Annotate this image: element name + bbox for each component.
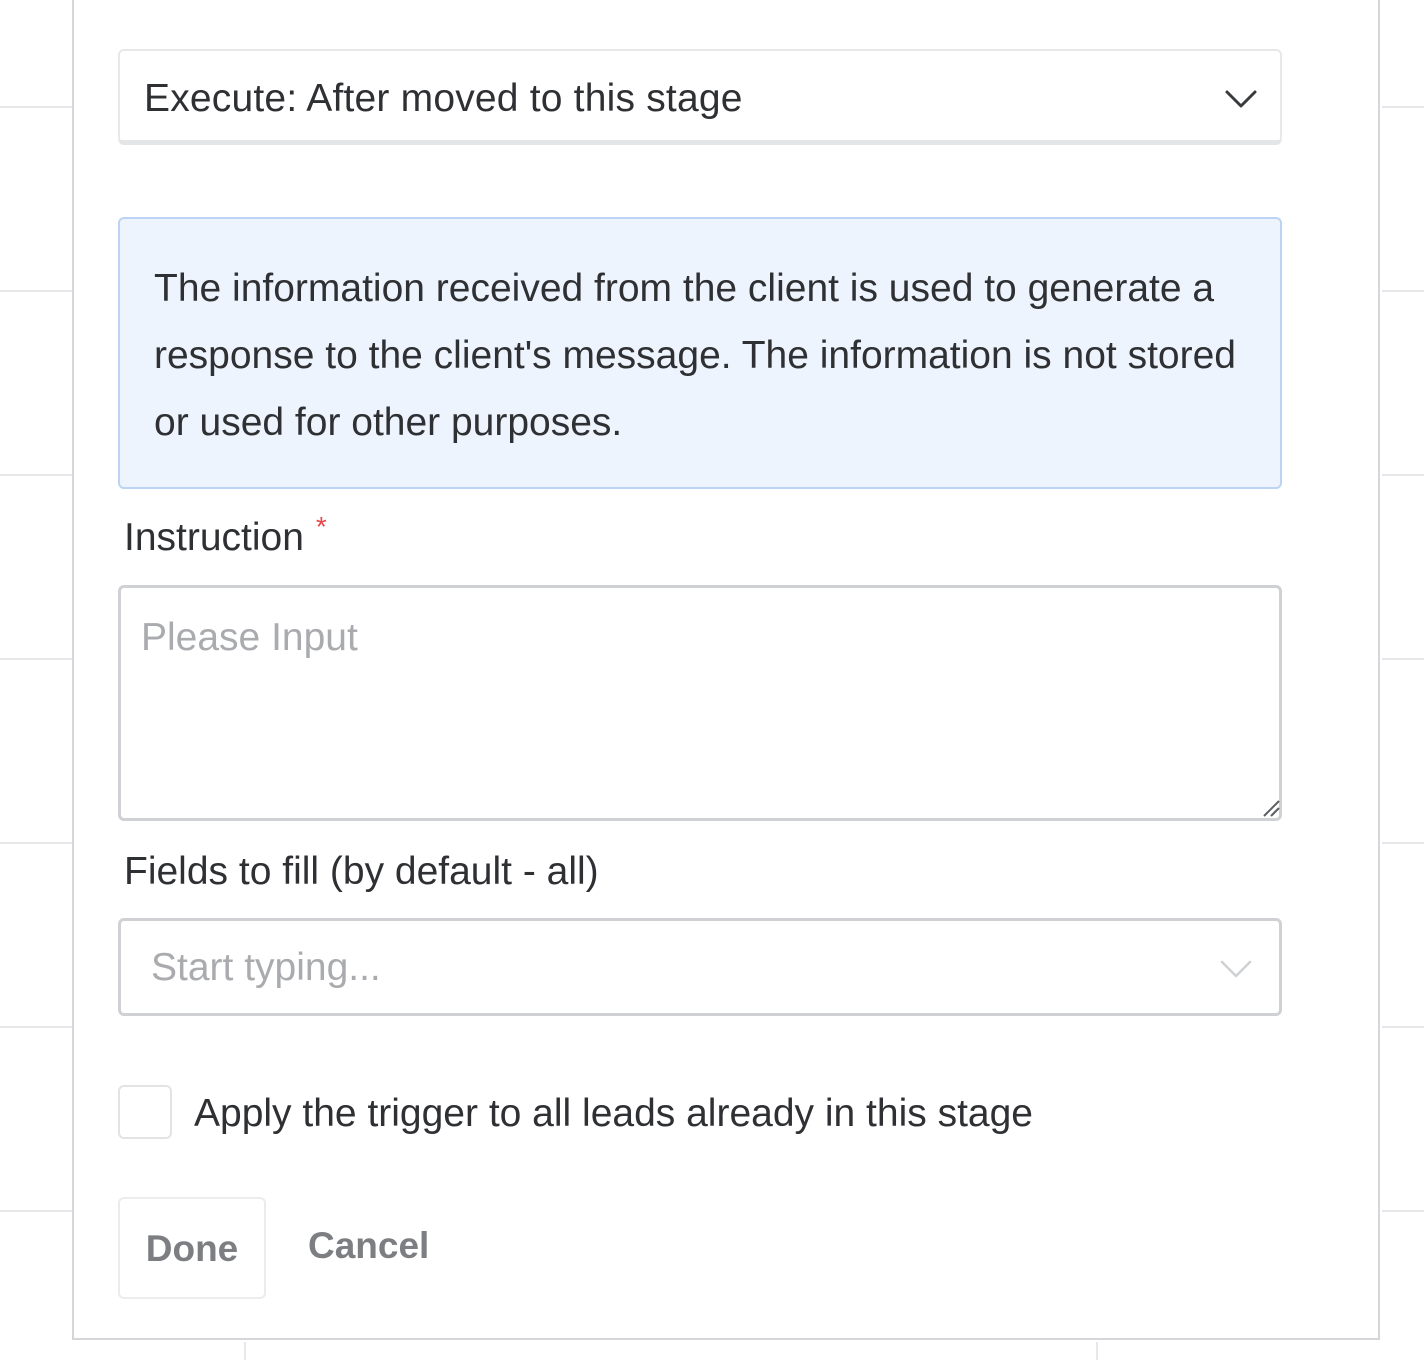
execute-timing-value: Execute: After moved to this stage [144,77,743,120]
fields-to-fill-label: Fields to fill (by default - all) [124,850,599,893]
cancel-button[interactable]: Cancel [308,1225,430,1266]
background-grid-line [1382,290,1424,292]
trigger-settings-modal: Execute: After moved to this stage The i… [72,0,1380,1340]
background-grid-line [0,106,72,108]
fields-to-fill-select[interactable] [118,918,1282,1016]
background-grid-line [0,842,72,844]
required-indicator: * [315,511,327,542]
background-grid-line [1096,1342,1098,1360]
background-grid-line [1382,842,1424,844]
execute-timing-select[interactable]: Execute: After moved to this stage [118,49,1282,145]
background-grid-line [244,1342,246,1360]
background-grid-line [1382,1026,1424,1028]
chevron-down-icon[interactable] [1219,959,1253,979]
background-grid-line [0,474,72,476]
privacy-notice: The information received from the client… [118,217,1282,489]
fields-to-fill-input[interactable] [151,941,1151,995]
background-grid-line [0,290,72,292]
background-grid-line [0,1210,72,1212]
chevron-down-icon[interactable] [1224,89,1258,109]
background-grid-line [1382,1210,1424,1212]
background-grid-line [0,1026,72,1028]
background-grid-line [1382,474,1424,476]
done-button[interactable]: Done [118,1197,266,1299]
instruction-label-text: Instruction [124,516,304,559]
instruction-label: Instruction * [124,511,327,560]
apply-trigger-label[interactable]: Apply the trigger to all leads already i… [194,1092,1033,1135]
background-grid-line [1382,106,1424,108]
background-grid-line [0,658,72,660]
instruction-textarea[interactable] [118,585,1282,821]
resize-handle-icon[interactable] [1260,797,1280,817]
background-grid-line [1382,658,1424,660]
privacy-notice-text: The information received from the client… [154,267,1236,444]
apply-trigger-checkbox[interactable] [118,1085,172,1139]
